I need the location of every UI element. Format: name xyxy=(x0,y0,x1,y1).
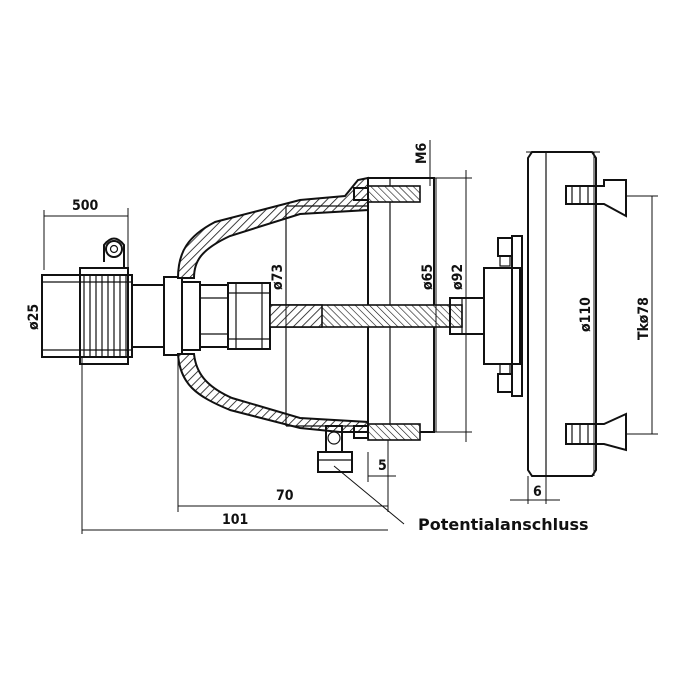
dim-6: 6 xyxy=(533,484,542,500)
ground-terminal xyxy=(317,425,353,473)
dim-70: 70 xyxy=(276,488,294,504)
dim-d73: ø73 xyxy=(270,264,286,290)
dimension-lines xyxy=(41,140,658,534)
dim-d65: ø65 xyxy=(420,264,436,290)
mounting-plate xyxy=(527,151,627,477)
pipe-end xyxy=(41,237,165,365)
center-plate xyxy=(483,235,523,397)
threaded-rod xyxy=(269,297,485,335)
dim-101: 101 xyxy=(222,512,248,528)
dim-500: 500 xyxy=(72,198,99,214)
dim-tk78: Tkø78 xyxy=(636,297,652,340)
dim-m6: M6 xyxy=(414,142,430,164)
fitting xyxy=(163,276,271,356)
dim-d92: ø92 xyxy=(450,264,466,290)
potential-label: Potentialanschluss xyxy=(418,515,589,534)
dim-d25: ø25 xyxy=(26,304,42,330)
dim-d110: ø110 xyxy=(578,297,594,332)
flange-screws xyxy=(353,185,421,441)
dim-5: 5 xyxy=(378,458,387,474)
